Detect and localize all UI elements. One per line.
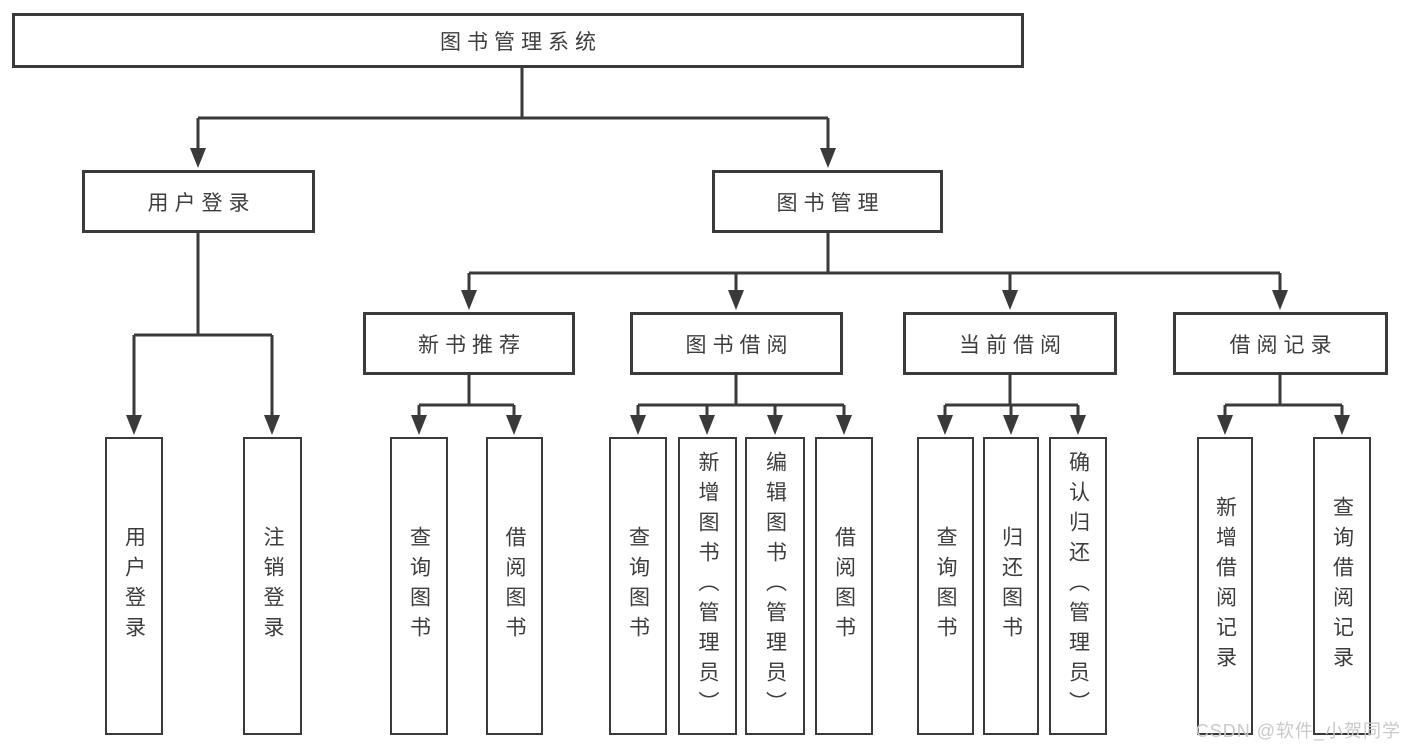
- connector-borrow-records: [1223, 375, 1344, 420]
- node-return-book: 归还图书: [983, 437, 1039, 735]
- node-label: 新增图书（管理员）: [696, 451, 719, 721]
- node-label: 查询借阅记录: [1330, 496, 1354, 676]
- node-edit-book-admin: 编辑图书（管理员）: [745, 437, 805, 735]
- node-new-book-recommend: 新书推荐: [363, 312, 575, 375]
- node-label: 编辑图书（管理员）: [763, 451, 787, 721]
- node-borrow-books: 借阅图书: [815, 437, 873, 735]
- node-query-borrow-record: 查询借阅记录: [1313, 437, 1371, 735]
- node-current-borrow: 当前借阅: [903, 312, 1117, 375]
- node-label: 查询图书: [407, 526, 431, 646]
- node-label: 用户登录: [122, 526, 146, 646]
- node-label: 借阅图书: [832, 526, 856, 646]
- arrowheads: [126, 148, 1350, 435]
- node-borrow-books-recommend: 借阅图书: [486, 437, 543, 735]
- node-add-book-admin: 新增图书（管理员）: [678, 437, 737, 735]
- node-query-books-borrow: 查询图书: [609, 437, 667, 735]
- connector-new-book-recommend: [417, 375, 516, 420]
- node-user-login: 用户登录: [82, 170, 315, 233]
- node-label: 查询图书: [934, 526, 957, 646]
- node-confirm-return-admin: 确认归还（管理员）: [1049, 437, 1107, 735]
- node-book-management: 图书管理: [712, 170, 943, 233]
- node-label: 注销登录: [261, 526, 284, 646]
- node-label: 归还图书: [999, 526, 1023, 646]
- node-library-management-system: 图书管理系统: [12, 13, 1024, 68]
- node-label: 确认归还（管理员）: [1066, 451, 1090, 721]
- node-label: 借阅图书: [503, 526, 526, 646]
- node-label: 当前借阅: [959, 333, 1067, 357]
- csdn-watermark: CSDN @软件_小贺同学: [1195, 721, 1401, 741]
- connector-root: [196, 68, 830, 152]
- connector-current-borrow: [943, 375, 1080, 420]
- node-query-books-recommend: 查询图书: [390, 437, 448, 735]
- node-borrow-records: 借阅记录: [1173, 312, 1388, 375]
- connector-user-login: [132, 233, 274, 420]
- node-label: 借阅记录: [1229, 333, 1338, 357]
- node-add-borrow-record: 新增借阅记录: [1197, 437, 1253, 735]
- node-query-books-current: 查询图书: [917, 437, 974, 735]
- connector-book-management: [467, 233, 1282, 294]
- node-label: 图书管理系统: [440, 30, 602, 54]
- node-label: 图书管理: [776, 191, 885, 215]
- node-user-login-action: 用户登录: [105, 437, 163, 735]
- node-book-borrow: 图书借阅: [630, 312, 843, 375]
- node-label: 新书推荐: [418, 333, 526, 357]
- node-label: 查询图书: [626, 526, 650, 646]
- connector-book-borrow: [636, 375, 846, 420]
- node-logout: 注销登录: [243, 437, 302, 735]
- node-label: 新增借阅记录: [1213, 496, 1237, 676]
- node-label: 用户登录: [147, 191, 256, 215]
- node-label: 图书借阅: [685, 333, 794, 357]
